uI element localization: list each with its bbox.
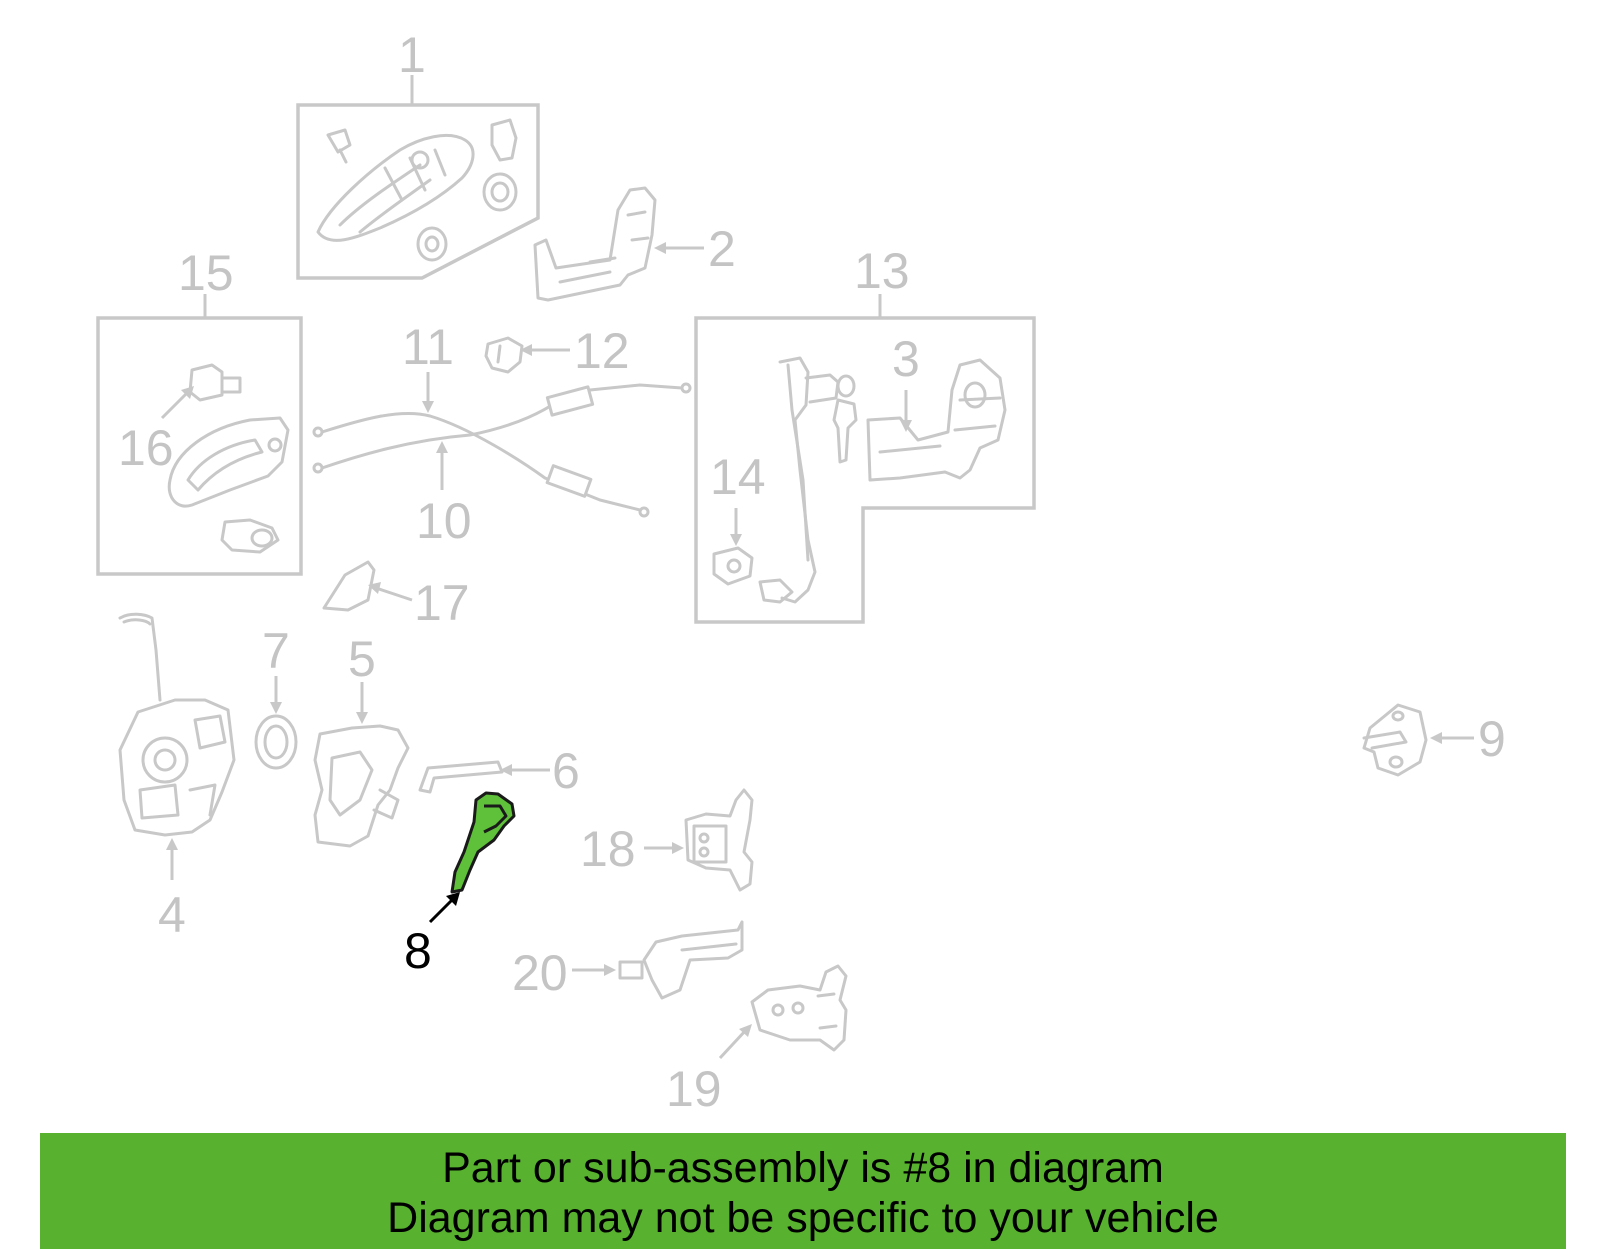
part-4-latch: 4 (118, 612, 236, 943)
part-1-outer-handle-group: 1 (296, 27, 540, 280)
callout-16: 16 (118, 420, 174, 476)
part-8-highlighted[interactable]: 8 (404, 791, 516, 979)
callout-6: 6 (552, 743, 580, 799)
callout-15: 15 (178, 245, 234, 301)
part-13-lock-group: 13 14 3 (694, 243, 1036, 624)
callout-3: 3 (892, 331, 920, 387)
callout-14: 14 (710, 449, 766, 505)
banner-line-1: Part or sub-assembly is #8 in diagram (442, 1144, 1164, 1192)
part-7-seal: 7 (254, 623, 298, 770)
callout-13: 13 (854, 243, 910, 299)
callout-17: 17 (414, 575, 470, 631)
callout-5: 5 (348, 631, 376, 687)
part-18-hinge: 18 (580, 788, 754, 892)
callout-10: 10 (416, 493, 472, 549)
callout-8: 8 (404, 923, 432, 979)
part-6-rod: 6 (418, 743, 580, 799)
part-2-bracket: 2 (533, 186, 736, 302)
part-10-11-cables: 11 10 (312, 319, 692, 549)
callout-11: 11 (402, 319, 454, 375)
callout-7: 7 (262, 623, 290, 679)
callout-2: 2 (708, 221, 736, 277)
part-9-striker: 9 (1362, 703, 1506, 777)
part-12-clip: 12 (484, 323, 630, 379)
callout-19: 19 (666, 1061, 722, 1117)
part-17-cover: 17 (322, 560, 470, 631)
callout-9: 9 (1478, 711, 1506, 767)
callout-18: 18 (580, 821, 636, 877)
part-19-lower-hinge: 19 (666, 964, 848, 1117)
callout-20: 20 (512, 945, 568, 1001)
part-15-inner-handle-group: 15 16 (96, 245, 303, 576)
banner-line-2: Diagram may not be specific to your vehi… (387, 1194, 1219, 1242)
callout-12: 12 (574, 323, 630, 379)
info-banner: Part or sub-assembly is #8 in diagram Di… (40, 1133, 1566, 1249)
part-20-check-strap: 20 (512, 920, 744, 1001)
callout-4: 4 (158, 887, 186, 943)
callout-1: 1 (398, 27, 426, 83)
part-5-latch-cover: 5 (313, 631, 410, 848)
